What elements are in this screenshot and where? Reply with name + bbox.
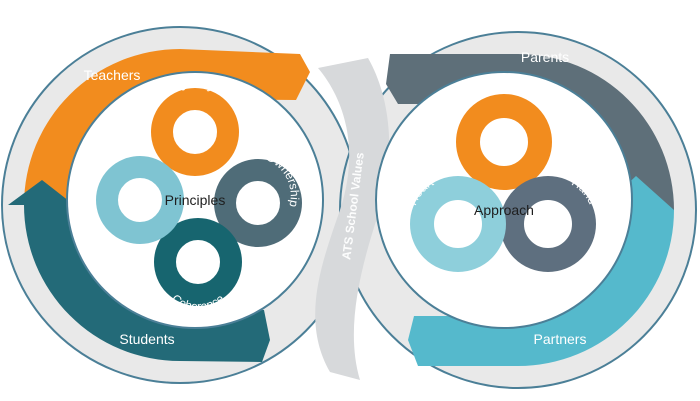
center-label-approach: Approach <box>474 202 534 218</box>
label-parents: Parents <box>521 49 569 65</box>
center-label-principles: Principles <box>165 192 226 208</box>
label-teachers: Teachers <box>84 67 141 83</box>
approach-ring-hand <box>500 176 596 272</box>
left-inner-disc <box>66 71 324 329</box>
approach-ring-head <box>456 94 552 190</box>
approach-ring-heart <box>410 176 506 272</box>
connector-band <box>315 58 390 380</box>
principle-ring-customisation <box>96 156 184 244</box>
principle-ring-coherence <box>154 218 242 306</box>
principle-label-coherence: Coherence <box>169 291 227 313</box>
principle-ring-quality <box>151 88 239 176</box>
label-partners: Partners <box>534 331 587 347</box>
principle-ring-ownership <box>214 159 302 247</box>
label-students: Students <box>119 331 174 347</box>
